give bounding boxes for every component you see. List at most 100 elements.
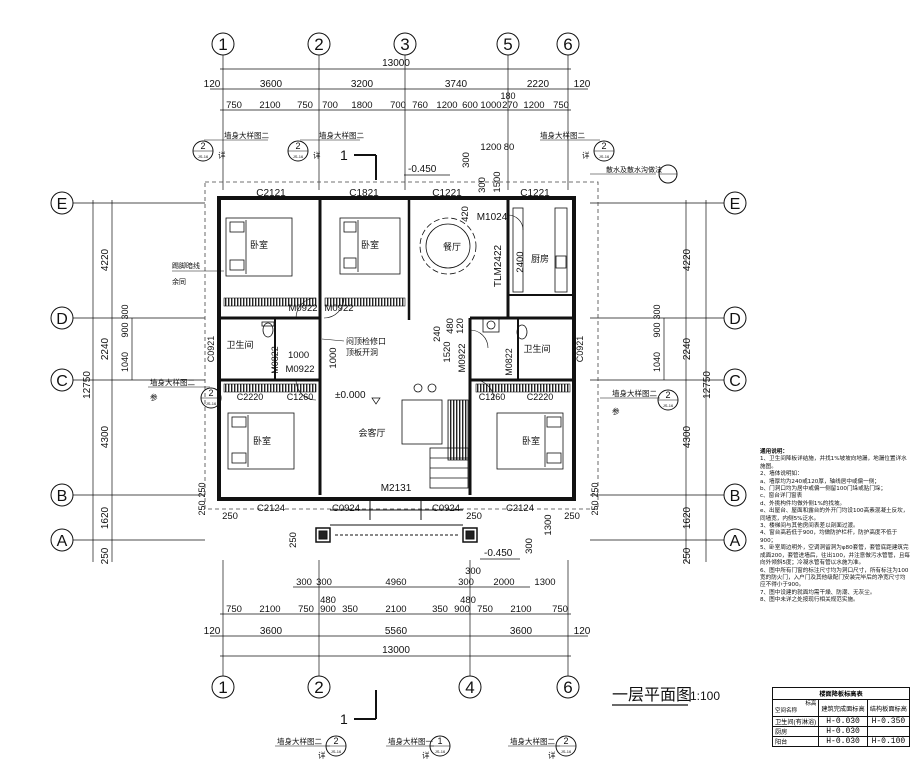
svg-text:1000: 1000 <box>288 350 309 361</box>
axis-bubbles-right: E D C B A <box>590 191 747 552</box>
table-header-col1: 建筑完成面标高 <box>818 699 868 717</box>
wardrobe-3 <box>223 383 317 393</box>
axis-bubble-4-bottom: 4 <box>458 560 482 699</box>
svg-text:300: 300 <box>120 304 130 319</box>
walls <box>217 196 576 501</box>
table-row: 卫生间(有淋浴) H-0.030 H-0.350 <box>771 716 911 727</box>
svg-text:详: 详 <box>318 750 326 760</box>
tag-C2121: C2121 <box>256 188 286 199</box>
svg-text:6: 6 <box>563 35 572 54</box>
svg-text:详: 详 <box>218 150 226 160</box>
tag-C0921-b: C0921 <box>575 336 585 363</box>
svg-text:墙身大样图二: 墙身大样图二 <box>150 377 195 387</box>
svg-text:250: 250 <box>197 482 207 497</box>
svg-text:散水及散水沟做法: 散水及散水沟做法 <box>606 165 662 174</box>
svg-text:4220: 4220 <box>682 248 693 271</box>
svg-text:2: 2 <box>665 390 670 400</box>
elevations: ±0.000 -0.450 -0.450 <box>335 164 520 560</box>
svg-text:JS-16: JS-16 <box>435 749 446 754</box>
svg-text:详: 详 <box>582 150 590 160</box>
eave-outline <box>204 181 599 510</box>
left-dimensions: 12750 4220 2240 4300 1620 250 900 300 10… <box>82 200 207 564</box>
tag-M0922-b: M0922 <box>324 303 353 314</box>
svg-text:300: 300 <box>465 566 481 577</box>
svg-text:1040: 1040 <box>120 352 130 372</box>
note-item: a、墙厚均为240或120厚，轴线居中或偏一侧； <box>760 478 880 485</box>
tag-C0921-a: C0921 <box>206 336 216 363</box>
svg-text:300: 300 <box>458 577 474 588</box>
svg-text:墙身大样图二: 墙身大样图二 <box>224 130 269 140</box>
svg-text:1: 1 <box>218 678 227 697</box>
svg-text:2: 2 <box>314 35 323 54</box>
skirting-note: 踢脚暗线 余同 <box>172 261 224 286</box>
callout-bottom-right: 墙身大样图二 2 JS-16 详 <box>508 735 577 760</box>
section-mark-top: 1 <box>340 147 377 180</box>
svg-text:墙身大样图一: 墙身大样图一 <box>388 736 433 746</box>
svg-text:900: 900 <box>320 604 336 615</box>
elev-0: ±0.000 <box>335 390 366 401</box>
svg-text:750: 750 <box>297 100 313 111</box>
svg-text:750: 750 <box>226 100 242 111</box>
svg-text:2240: 2240 <box>100 337 111 360</box>
svg-text:3600: 3600 <box>260 626 283 637</box>
tag-M0922-d: M0922 <box>457 343 468 372</box>
svg-text:4300: 4300 <box>100 425 111 448</box>
tag-C1260-a: C1260 <box>287 392 314 402</box>
svg-text:1620: 1620 <box>100 506 111 529</box>
dim-overall-right: 12750 <box>702 371 713 399</box>
axis-bubble-3-top: 3 <box>393 32 417 190</box>
axis-bubble-A-left: A <box>50 528 205 552</box>
note-item: c、窗台详门窗表 <box>760 493 803 500</box>
svg-text:2000: 2000 <box>493 577 514 588</box>
tag-M0922-a: M0922 <box>288 303 317 314</box>
callout-right-mid: 墙身大样图二 2 JS-16 参 <box>600 388 679 416</box>
svg-text:墙身大样图二: 墙身大样图二 <box>540 130 585 140</box>
bed-top-middle <box>339 217 401 275</box>
door-swings <box>295 214 524 401</box>
callout-top-mid: 墙身大样图二 2 JS-16 详 <box>287 130 364 162</box>
room-label-kitchen: 厨房 <box>531 253 549 264</box>
axis-bubble-D-left: D <box>50 306 205 330</box>
svg-text:4960: 4960 <box>385 577 406 588</box>
room-label-bedroom-4: 卧室 <box>522 435 540 446</box>
svg-text:3600: 3600 <box>510 626 533 637</box>
floor-elevation-table: 楼面降板标高表 标高 空间名称 建筑完成面标高 结构板面标高 卫生间(有淋浴) … <box>771 687 911 747</box>
dim-overall-left: 12750 <box>82 371 93 399</box>
bottom-dimensions: 300 300 4960 300 2000 1300 480 480 750 2… <box>204 577 591 657</box>
dining-table <box>419 217 477 275</box>
svg-text:2: 2 <box>314 678 323 697</box>
svg-text:闷顶检修口: 闷顶检修口 <box>346 336 386 346</box>
entry-porch <box>315 499 478 543</box>
svg-text:顶板开洞: 顶板开洞 <box>346 347 378 357</box>
wardrobe-2 <box>324 297 406 307</box>
note-item: d、外挑构件均做外侧1%的找坡。 <box>760 500 846 507</box>
axis-bubble-E-left: E <box>50 191 205 215</box>
room-label-bath-1: 卫生间 <box>226 339 253 350</box>
svg-text:参: 参 <box>150 392 158 402</box>
svg-text:JS-16: JS-16 <box>561 749 572 754</box>
tag-C0924-a: C0924 <box>332 503 360 514</box>
svg-text:JS-16: JS-16 <box>198 154 209 159</box>
tag-M0922-c: M0922 <box>285 364 314 375</box>
axis-bubbles-top: 1 2 3 5 6 <box>211 32 580 190</box>
svg-text:1000: 1000 <box>480 100 501 111</box>
elev-top: -0.450 <box>408 164 437 175</box>
svg-text:300: 300 <box>316 577 332 588</box>
svg-text:420: 420 <box>460 206 471 222</box>
wardrobe-1 <box>223 297 317 307</box>
svg-text:750: 750 <box>298 604 314 615</box>
svg-text:350: 350 <box>342 604 358 615</box>
svg-text:120: 120 <box>204 79 221 90</box>
svg-text:700: 700 <box>390 100 406 111</box>
svg-text:250: 250 <box>564 511 580 522</box>
svg-text:250: 250 <box>682 547 693 564</box>
kitchen-counter <box>512 207 568 293</box>
svg-text:80: 80 <box>504 142 515 153</box>
svg-text:250: 250 <box>222 511 238 522</box>
svg-text:900: 900 <box>652 322 662 337</box>
dim-overall-top: 13000 <box>382 58 410 69</box>
note-item: 5、卧室周边明外，空调洞留洞为φ80套管，套管底距建筑完成面200，套管进墙后，… <box>760 545 911 567</box>
tag-M0822-a: M0822 <box>270 346 280 374</box>
svg-text:700: 700 <box>322 100 338 111</box>
tag-C1221-b: C1221 <box>520 188 550 199</box>
